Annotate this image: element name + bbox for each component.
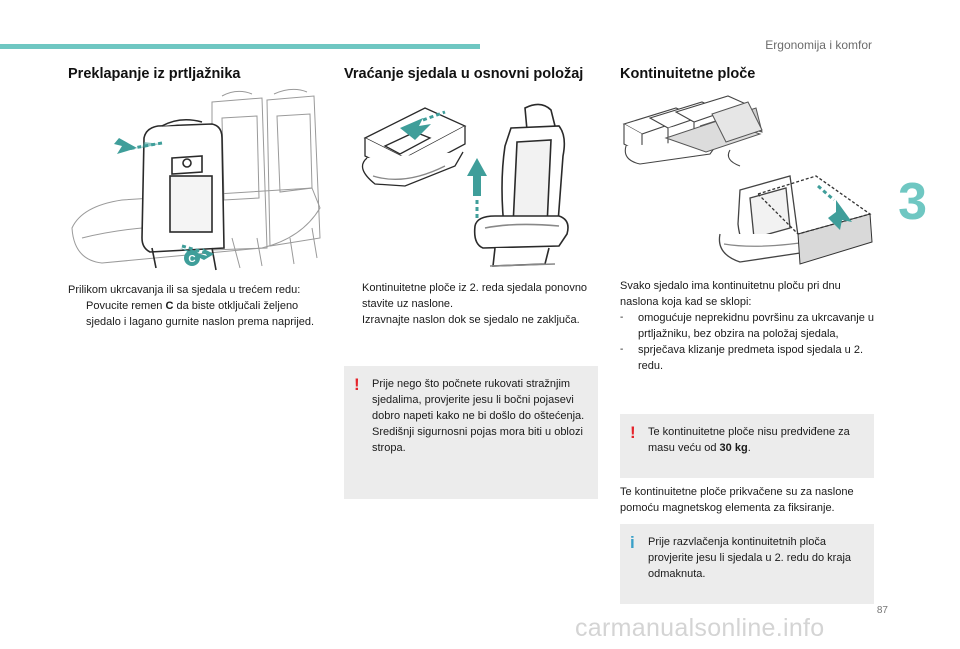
panels-description: Svako sjedalo ima kontinuitetnu ploču pr… [620, 278, 878, 374]
max-load: 30 kg [719, 442, 748, 454]
restore-warning-box: ! Prije nego što počnete rukovati stražn… [344, 366, 598, 499]
warning-icon: ! [354, 375, 360, 394]
restore-step-2: Izravnajte naslon dok se sjedalo ne zakl… [344, 312, 594, 328]
info-icon: i [630, 533, 635, 552]
heading-panels: Kontinuitetne ploče [620, 66, 756, 82]
panels-paragraph: Te kontinuitetne ploče prikvačene su za … [620, 486, 854, 514]
panels-info-text: Prije razvlačenja kontinuitetnih ploča p… [648, 536, 852, 580]
section-title: Ergonomija i komfor [765, 38, 872, 52]
folding-text: Prilikom ukrcavanja ili sa sjedala u tre… [68, 282, 330, 330]
folding-bullet: Povucite remen C da biste otključali žel… [68, 298, 330, 330]
restore-step-1: Kontinuitetne ploče iz 2. reda sjedala p… [344, 280, 594, 312]
bullet-marker-icon [344, 312, 362, 328]
column-panels: Kontinuitetne ploče [620, 66, 882, 82]
panels-intro: Svako sjedalo ima kontinuitetnu ploču pr… [620, 280, 841, 308]
continuity-panel-illustration [622, 95, 873, 265]
panels-warning-box: ! Te kontinuitetne ploče nisu predviđene… [620, 414, 874, 478]
header-accent-bar [0, 44, 480, 49]
bullet-marker-icon [68, 298, 86, 330]
callout-c: C [188, 254, 195, 265]
heading-restore: Vraćanje sjedala u osnovni položaj [344, 66, 584, 82]
seat-restore-illustration [361, 103, 569, 267]
warning-icon: ! [630, 423, 636, 442]
page-number: 87 [876, 605, 888, 616]
panels-info-box: i Prije razvlačenja kontinuitetnih ploča… [620, 524, 874, 604]
chapter-number: 3 [898, 173, 927, 231]
restore-warning-text: Prije nego što počnete rukovati stražnji… [372, 378, 585, 454]
panels-item-1: - omogućuje neprekidnu površinu za ukrca… [620, 312, 875, 340]
restore-steps: Kontinuitetne ploče iz 2. reda sjedala p… [344, 280, 594, 328]
seat-fold-illustration: C [71, 88, 321, 271]
bullet-marker-icon [344, 280, 362, 312]
panels-item-2: - sprječava klizanje predmeta ispod sjed… [620, 344, 864, 372]
column-folding: Preklapanje iz prtljažnika [68, 66, 330, 82]
folding-intro: Prilikom ukrcavanja ili sa sjedala u tre… [68, 284, 301, 296]
watermark: carmanualsonline.info [575, 614, 825, 642]
heading-folding: Preklapanje iz prtljažnika [68, 66, 241, 82]
column-restore: Vraćanje sjedala u osnovni položaj [344, 66, 606, 82]
